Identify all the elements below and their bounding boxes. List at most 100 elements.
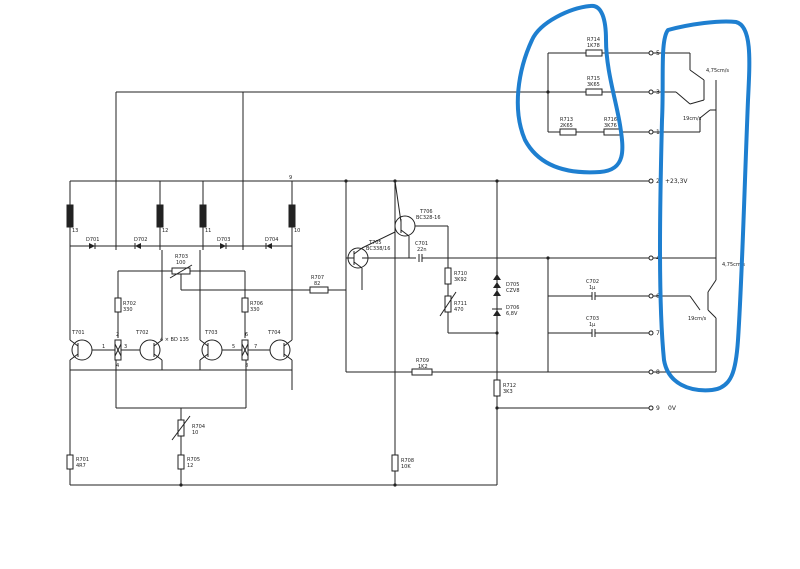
diode-d703: D703 [217,237,230,249]
terminal-8: 8 [648,369,660,376]
svg-text:9: 9 [656,405,660,412]
svg-text:T705: T705 [368,240,382,246]
svg-text:R704: R704 [192,424,205,430]
svg-text:C701: C701 [415,241,428,247]
svg-text:T703: T703 [204,330,218,336]
svg-text:1: 1 [102,344,105,350]
coil-13: 13 [66,181,78,250]
svg-text:D702: D702 [134,237,147,243]
terminal-2: 2 +23,3V [648,178,688,185]
transistor-t702: T702 [135,330,163,361]
svg-text:R703: R703 [175,254,188,260]
terminal-3: 3 [648,89,660,96]
svg-text:6: 6 [245,332,248,338]
svg-text:6,8V: 6,8V [506,311,518,317]
hall-sensor-right: 5 6 7 8 [222,332,270,369]
svg-text:R701: R701 [76,457,89,463]
transistor-t703: T703 [199,330,223,361]
highlight-resistor-network [515,3,625,175]
svg-text:R702: R702 [123,301,136,307]
coil-10: 10 [288,181,300,250]
terminal-7: 7 [648,330,660,337]
resistor-r715: R715 3K65 [585,76,603,96]
transistor-t704: T704 [267,330,293,361]
svg-text:1µ: 1µ [589,285,596,291]
capacitor-c701: C701 22n [415,241,428,262]
diode-d705: D705 CZV8 [493,274,520,296]
svg-text:T704: T704 [267,330,281,336]
capacitor-c703: C703 1µ [586,316,599,337]
svg-text:D701: D701 [86,237,99,243]
svg-text:R714: R714 [587,37,600,43]
svg-text:D705: D705 [506,282,519,288]
svg-text:R713: R713 [560,117,573,123]
svg-text:CZV8: CZV8 [506,288,520,294]
diode-d704: D704 [265,237,278,249]
resistor-r710: R710 3K92 [444,267,467,285]
terminal-6: 6 [648,293,660,300]
switch-label-3: 4,75cm/s [722,262,745,268]
svg-text:4R7: 4R7 [76,463,86,469]
svg-text:3K92: 3K92 [454,277,467,283]
svg-text:5: 5 [656,50,660,57]
svg-text:D703: D703 [217,237,230,243]
svg-text:C702: C702 [586,279,599,285]
svg-text:T702: T702 [135,330,149,336]
resistor-r702: R702 330 [114,297,136,313]
svg-text:BC328-16: BC328-16 [416,215,441,221]
hall-sensor-left: 1 2 3 4 [92,332,140,369]
resistor-r708: R708 10K [391,454,414,472]
resistor-r713: R713 2K65 [559,117,577,136]
svg-text:5: 5 [232,344,235,350]
diode-d706: D706 6,8V [492,305,519,317]
svg-text:4: 4 [116,363,119,369]
resistor-r707: R707 82 [309,275,329,294]
svg-text:12: 12 [187,463,193,469]
svg-text:R716: R716 [604,117,617,123]
svg-text:R708: R708 [401,458,414,464]
svg-text:10: 10 [192,430,198,436]
svg-text:330: 330 [123,307,133,313]
svg-text:3: 3 [656,89,660,96]
svg-text:D706: D706 [506,305,519,311]
svg-text:82: 82 [314,281,320,287]
svg-text:8: 8 [656,369,660,376]
svg-text:D704: D704 [265,237,278,243]
coil-label-11: 11 [205,228,211,234]
switch-label-4: 19cm/s [688,316,707,322]
capacitor-c702: C702 1µ [586,279,599,300]
coil-11: 11 [199,181,211,250]
transistor-group-label: 4 × BD 135 [160,337,189,343]
svg-text:2: 2 [656,178,660,185]
resistor-r709: R709 1K2 [411,358,433,376]
coil-label-10: 10 [294,228,300,234]
terminal-1: 1 [648,129,660,136]
svg-text:22n: 22n [417,247,427,253]
svg-text:R715: R715 [587,76,600,82]
svg-text:R705: R705 [187,457,200,463]
svg-text:R710: R710 [454,271,467,277]
svg-text:1: 1 [656,129,660,136]
switch-label-1: 4,75cm/s [706,68,729,74]
svg-text:R711: R711 [454,301,467,307]
highlight-switch-column [658,19,752,393]
transistor-t701: T701 [69,330,93,361]
svg-text:2: 2 [116,332,119,338]
svg-text:6: 6 [656,293,660,300]
svg-text:2K65: 2K65 [560,123,573,129]
resistor-r711: R711 470 [439,291,467,317]
node-label-9: 9 [289,175,292,181]
svg-text:4: 4 [656,255,660,262]
terminal-9: 9 0V [648,405,677,412]
coil-label-13: 13 [72,228,78,234]
switch-label-2: 19cm/s [683,116,702,122]
svg-text:1µ: 1µ [589,322,596,328]
svg-text:10K: 10K [401,464,411,470]
svg-text:+23,3V: +23,3V [665,178,688,185]
svg-text:BC338/16: BC338/16 [366,246,390,252]
svg-text:T701: T701 [71,330,85,336]
svg-text:3: 3 [124,344,127,350]
svg-text:C703: C703 [586,316,599,322]
svg-text:0V: 0V [668,405,677,412]
